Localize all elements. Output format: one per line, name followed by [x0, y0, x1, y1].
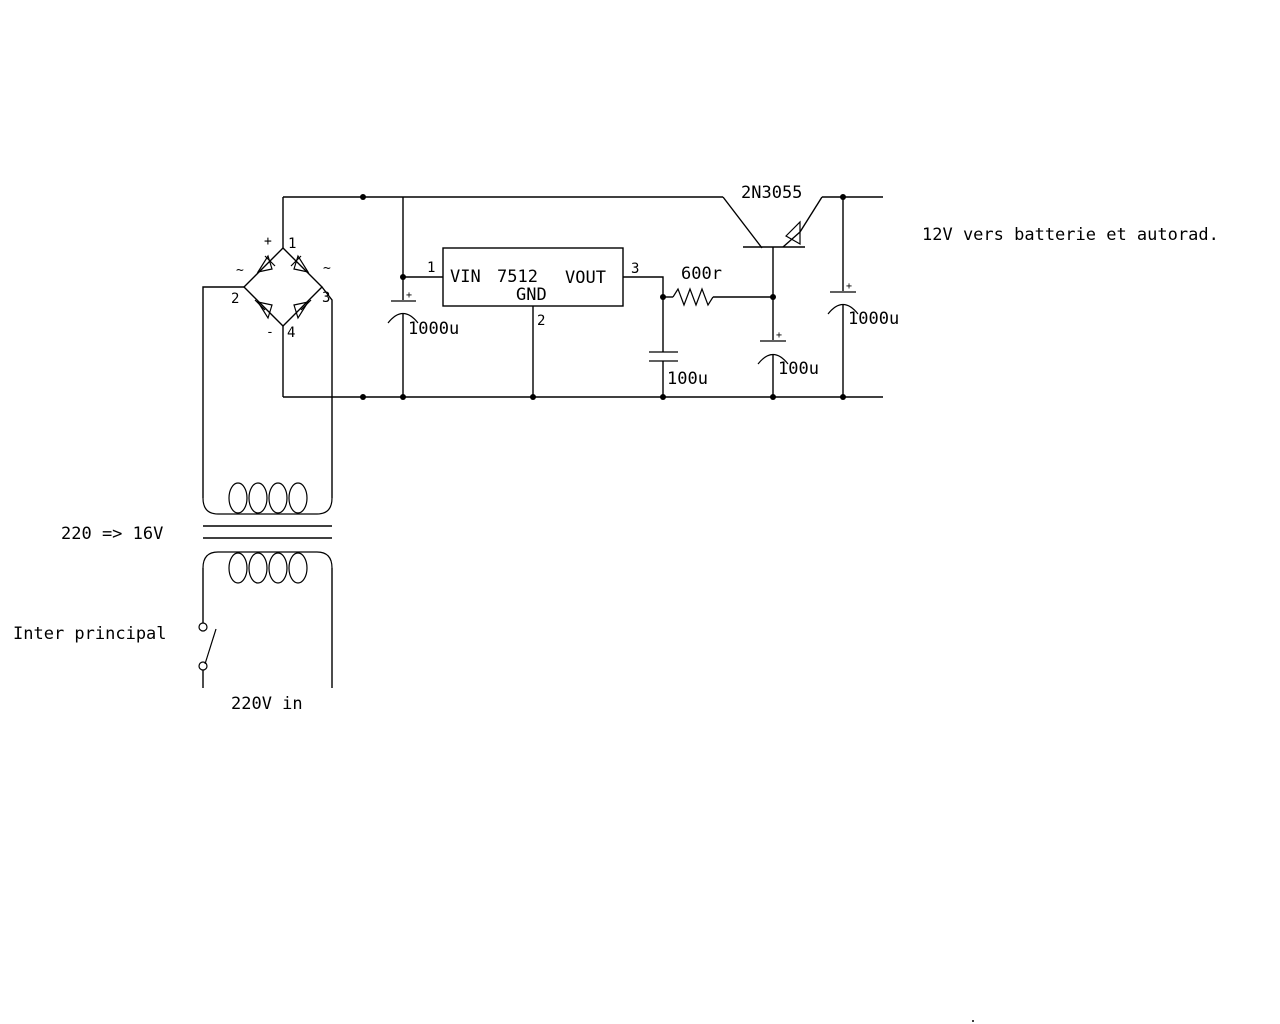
junction-dots: [360, 194, 846, 400]
diode-bridge: + 1 ~ ~ 2 3 - 4: [202, 197, 333, 498]
regulator-gnd-label: GND: [516, 285, 547, 305]
base-capacitor-polarity: +: [776, 330, 782, 341]
voltage-regulator: VIN 7512 VOUT GND 1 2 3: [427, 247, 664, 397]
resistor-value: 600r: [681, 264, 722, 284]
regulator-pin2-label: 2: [537, 313, 545, 329]
regulator-vin-label: VIN: [450, 267, 481, 287]
resistor: 600r: [663, 264, 773, 307]
bridge-ac-left-label: ~: [236, 263, 244, 278]
output-capacitor-value: 1000u: [848, 309, 899, 329]
stray-dot: [972, 1020, 974, 1022]
bridge-pin3-label: 3: [322, 290, 330, 306]
transformer: 220 => 16V: [61, 482, 333, 688]
input-capacitor-polarity: +: [406, 290, 412, 301]
bridge-plus-label: +: [264, 234, 272, 249]
transistor: 2N3055: [741, 183, 805, 340]
regulator-pin3-label: 3: [631, 261, 639, 277]
bridge-pin2-label: 2: [231, 291, 239, 307]
filter-capacitor: 100u: [649, 297, 708, 397]
switch-label: Inter principal: [13, 624, 167, 644]
base-capacitor: + 100u: [757, 330, 819, 397]
transistor-part-label: 2N3055: [741, 183, 802, 203]
input-capacitor-value: 1000u: [408, 319, 459, 339]
regulator-vout-label: VOUT: [565, 268, 606, 288]
output-capacitor: + 1000u: [827, 197, 899, 397]
transformer-label: 220 => 16V: [61, 524, 163, 544]
filter-capacitor-value: 100u: [667, 369, 708, 389]
output-capacitor-polarity: +: [846, 281, 852, 292]
output-label: 12V vers batterie et autorad.: [922, 225, 1219, 245]
main-switch: Inter principal: [13, 622, 217, 688]
bridge-pin1-label: 1: [288, 236, 296, 252]
bridge-ac-right-label: ~: [323, 261, 331, 276]
base-capacitor-value: 100u: [778, 359, 819, 379]
regulator-pin1-label: 1: [427, 260, 435, 276]
bridge-minus-label: -: [266, 325, 274, 340]
bridge-pin4-label: 4: [287, 325, 295, 341]
input-capacitor: + 1000u: [387, 197, 459, 397]
positive-rail: [283, 196, 883, 249]
mains-input-label: 220V in: [231, 694, 303, 714]
regulator-part-label: 7512: [497, 267, 538, 287]
